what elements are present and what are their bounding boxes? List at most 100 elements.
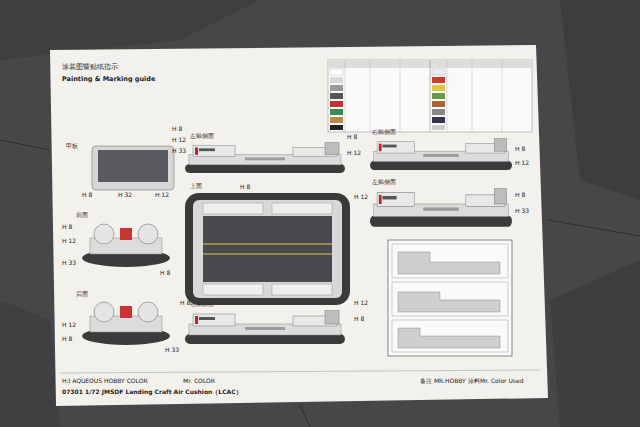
deck-surface [98,150,168,182]
swatch [432,101,445,107]
callout-number: H 12 [347,150,361,157]
swatch [432,109,445,115]
swatch [432,77,445,83]
callout-number: H 12 [155,192,169,199]
view-panel: 前面 [80,222,172,268]
callout-number: H 12 [354,300,368,307]
view-heading: 左舷侧面 [190,133,214,139]
table-rule [345,60,346,132]
hull [193,200,342,298]
side-view [370,138,512,170]
view-panel: 左舷侧面 [185,142,345,174]
callout-number: H 33 [172,148,186,155]
table-rule [370,60,371,132]
view-panel: 甲板 [92,146,174,190]
callout-number: H 33 [62,260,76,267]
side-structure [272,203,332,214]
sheet-note: 备注 MR.HOBBY 涂料 [420,378,480,385]
sheet-note: Mr. COLOR [183,378,215,385]
top-view [185,193,350,305]
side-view [370,188,512,227]
callout-number: H 8 [180,300,190,307]
view-panel: 上面 [185,193,350,305]
detail-box [388,240,512,356]
side-structure [203,284,263,295]
stone-joint [548,220,640,236]
color-table [328,60,532,132]
paper-sheet [50,45,548,406]
table-rule [472,60,473,132]
callout-number: H 12 [62,238,76,245]
stone-joint [0,140,50,150]
stone-tile [550,260,640,427]
sheet-title: 涂装图暨贴纸指示 [62,64,118,71]
detail-panel [392,244,508,278]
deck-line [203,254,332,255]
view-panel: 后面 [80,300,172,346]
stone-joint [300,405,310,427]
swatch [330,117,343,123]
callout-number: H 8 [240,184,250,191]
swatch [330,101,343,107]
stone-tile [560,0,640,200]
sheet-note: H:Ⅰ AQUEOUS HOBBY COLOR [62,378,148,385]
callout-number: H 33 [165,347,179,354]
view-panel: 右舷侧面 [185,310,345,345]
callout-number: H 12 [172,137,186,144]
view-panel: 右舷侧面 [370,138,512,171]
deck [203,216,332,282]
footer-rule [60,370,540,373]
rear-view [82,302,170,345]
callout-number: H 12 [515,160,529,167]
stone-tile [0,300,60,427]
deck-line [203,244,332,245]
view-heading: 右舷侧面 [372,129,396,135]
detail-shape [398,292,500,312]
swatch [330,77,343,83]
swatch [330,69,343,75]
callout-number: H 32 [118,192,132,199]
callout-number: H 12 [354,194,368,201]
table-rule [400,60,401,132]
callout-number: H 8 [515,146,525,153]
callout-number: H 8 [62,224,72,231]
view-panel: 左舷侧面 [370,188,512,228]
callout-number: H 8 [347,134,357,141]
swatch [330,109,343,115]
skirt [185,193,350,305]
kit-caption: 07301 1/72 JMSDF Landing Craft Air Cushi… [62,389,242,396]
callout-number: H 8 [515,192,525,199]
table-rule [430,60,431,132]
swatch [330,85,343,91]
view-heading: 甲板 [66,143,78,149]
deck-edge [92,146,174,190]
view-heading: 前面 [76,212,88,218]
swatch [432,117,445,123]
callout-number: H 8 [82,192,92,199]
callout-number: H 8 [354,316,364,323]
detail-shape [398,328,500,348]
callout-number: H 12 [62,322,76,329]
table-rule [447,60,448,132]
view-heading: 右舷侧面 [190,301,214,307]
callout-number: H 8 [172,126,182,133]
sheet-note: Painting & Marking guide [62,76,155,83]
table-frame [328,60,532,132]
sheet-note: Mr. Color Used [480,378,524,385]
detail-panel [392,282,508,316]
side-view [185,310,345,344]
view-heading: 左舷侧面 [372,179,396,185]
swatch [432,93,445,99]
swatch [432,125,445,130]
callout-number: H 8 [62,336,72,343]
swatch [432,85,445,91]
swatch [432,69,445,75]
deck-view [92,146,174,190]
swatch [330,125,343,130]
view-heading: 后面 [76,291,88,297]
side-view [185,142,345,173]
swatch [330,93,343,99]
